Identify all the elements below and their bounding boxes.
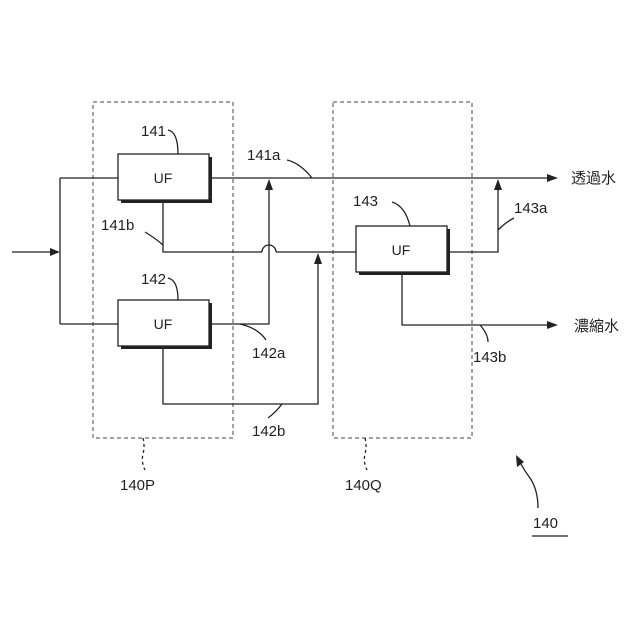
leader-143b — [480, 325, 488, 342]
leader-140-arrow — [516, 455, 524, 467]
ref-141b: 141b — [101, 217, 134, 234]
ref-140P: 140P — [120, 477, 155, 494]
ref-141a: 141a — [247, 147, 281, 164]
ref-140: 140 — [533, 515, 558, 532]
leader-142 — [168, 278, 178, 300]
leader-140Q — [364, 438, 367, 470]
ref-142a: 142a — [252, 345, 286, 362]
ref-142b: 142b — [252, 423, 285, 440]
ref-143b: 143b — [473, 349, 506, 366]
ref-140Q: 140Q — [345, 477, 382, 494]
leader-141a — [287, 160, 312, 178]
ref-143a: 143a — [514, 200, 548, 217]
ref-142: 142 — [141, 271, 166, 288]
uf-141-label: UF — [154, 170, 173, 186]
leader-142b — [268, 404, 282, 418]
leader-142a — [240, 324, 266, 340]
permeate-line-142a — [209, 188, 269, 324]
concentrate-outlet-arrow — [547, 321, 558, 329]
permeate-outlet-arrow — [547, 174, 558, 182]
concentrate-line-141b-a — [163, 200, 262, 252]
ref-141: 141 — [141, 123, 166, 140]
permeate-label: 透過水 — [571, 169, 616, 187]
leader-141b — [145, 232, 163, 245]
concentrate-142b-arrow — [314, 253, 322, 264]
uf-143-label: UF — [392, 242, 411, 258]
permeate-142a-arrow — [265, 179, 273, 190]
leader-143 — [392, 202, 410, 226]
uf-142-label: UF — [154, 316, 173, 332]
leader-141 — [168, 130, 178, 154]
concentrate-label: 濃縮水 — [574, 317, 619, 335]
leader-140P — [142, 438, 145, 470]
leader-140 — [520, 462, 538, 508]
inlet-arrow — [50, 248, 60, 256]
permeate-143a-arrow — [494, 179, 502, 190]
concentrate-line-143b — [402, 272, 548, 325]
leader-143a — [498, 218, 514, 230]
ref-143: 143 — [353, 193, 378, 210]
